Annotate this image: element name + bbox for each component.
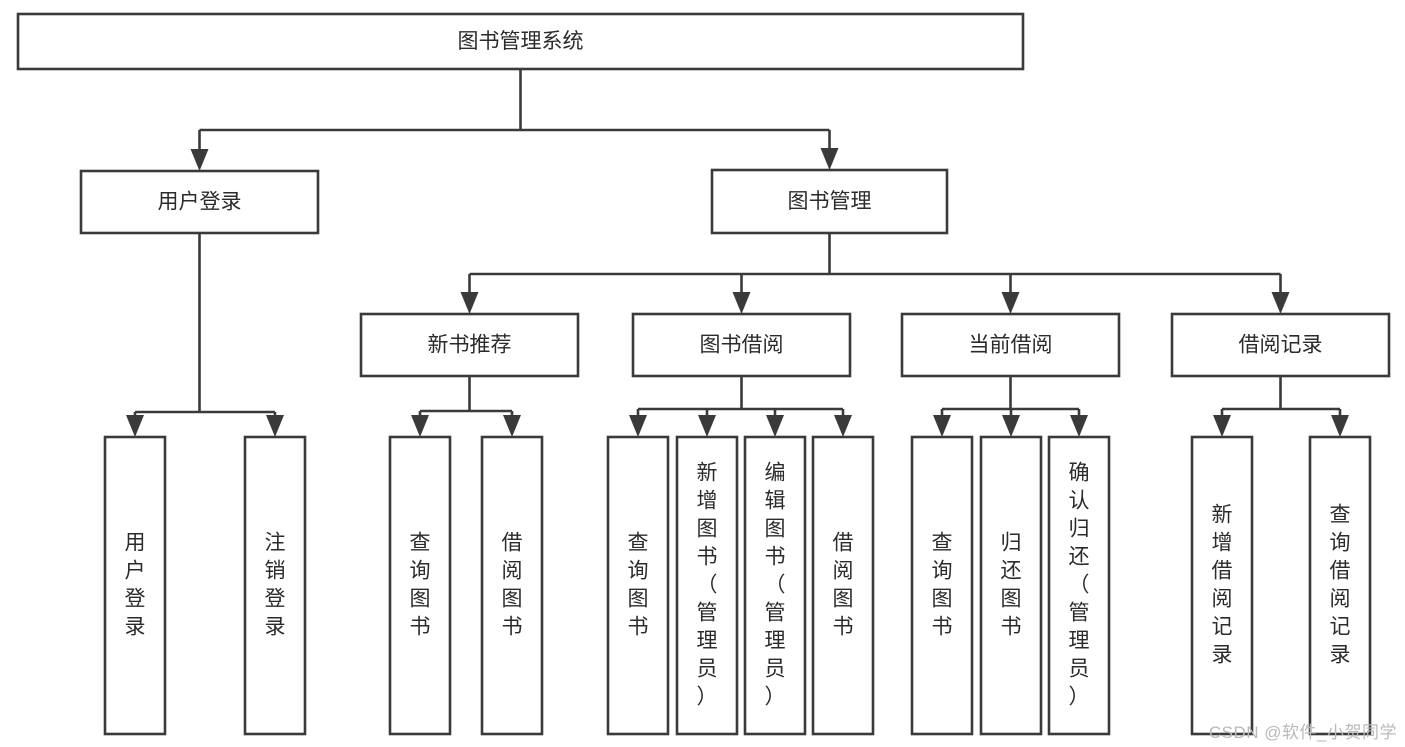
node-leaf-return-book[interactable]: 归还图书 — [979, 435, 1043, 736]
arrow-head-icon — [698, 415, 716, 437]
node-box-leaf-user-login[interactable] — [103, 435, 167, 736]
arrow-head-icon — [629, 415, 647, 437]
arrow-head-icon — [1271, 292, 1290, 314]
node-label-leaf-query-book-3: 查询图书 — [932, 531, 953, 638]
arrow-head-icon — [1331, 415, 1349, 437]
node-label-current-borrow: 当前借阅 — [969, 334, 1053, 357]
node-current-borrow[interactable]: 当前借阅 — [900, 312, 1121, 378]
node-leaf-confirm-return[interactable]: 确认归还（管理员） — [1047, 435, 1111, 736]
arrow-head-icon — [460, 292, 479, 314]
node-leaf-user-logout[interactable]: 注销登录 — [243, 435, 307, 736]
node-box-leaf-confirm-return[interactable] — [1047, 435, 1111, 736]
arrow-head-icon — [1213, 415, 1231, 437]
arrow-head-icon — [503, 415, 521, 437]
node-book-manage[interactable]: 图书管理 — [710, 168, 949, 235]
node-label-leaf-user-login: 用户登录 — [125, 531, 146, 638]
node-box-leaf-return-book[interactable] — [979, 435, 1043, 736]
arrow-head-icon — [933, 415, 951, 437]
node-label-leaf-borrow-book-2: 借阅图书 — [833, 531, 854, 638]
node-box-leaf-query-record[interactable] — [1308, 435, 1372, 736]
node-leaf-borrow-book-1[interactable]: 借阅图书 — [480, 435, 544, 736]
node-box-borrow-record[interactable] — [1170, 312, 1391, 378]
node-box-new-book-rec[interactable] — [359, 312, 580, 378]
node-box-root[interactable] — [16, 12, 1025, 71]
connector-layer — [126, 69, 1349, 437]
node-label-leaf-borrow-book-1: 借阅图书 — [502, 531, 523, 638]
node-box-leaf-query-book-3[interactable] — [910, 435, 974, 736]
node-box-leaf-query-book-1[interactable] — [388, 435, 452, 736]
node-leaf-edit-book[interactable]: 编辑图书（管理员） — [743, 435, 807, 736]
node-label-leaf-query-book-1: 查询图书 — [410, 531, 431, 638]
node-label-leaf-user-logout: 注销登录 — [265, 531, 286, 638]
arrow-head-icon — [1002, 415, 1020, 437]
node-label-borrow-record: 借阅记录 — [1239, 334, 1323, 357]
arrow-head-icon — [834, 415, 852, 437]
node-box-leaf-borrow-book-2[interactable] — [811, 435, 875, 736]
node-box-leaf-borrow-book-1[interactable] — [480, 435, 544, 736]
node-layer: 图书管理系统用户登录图书管理新书推荐图书借阅当前借阅借阅记录用户登录注销登录查询… — [16, 12, 1391, 736]
node-label-user-login: 用户登录 — [158, 191, 242, 214]
node-label-book-borrow: 图书借阅 — [700, 334, 784, 357]
node-box-leaf-query-book-2[interactable] — [606, 435, 670, 736]
node-borrow-record[interactable]: 借阅记录 — [1170, 312, 1391, 378]
node-leaf-query-record[interactable]: 查询借阅记录 — [1308, 435, 1372, 736]
node-label-root: 图书管理系统 — [458, 30, 584, 53]
node-leaf-query-book-3[interactable]: 查询图书 — [910, 435, 974, 736]
node-label-leaf-confirm-return: 确认归还（管理员） — [1069, 461, 1090, 708]
arrow-head-icon — [1001, 292, 1020, 314]
arrow-head-icon — [732, 292, 751, 314]
node-label-leaf-return-book: 归还图书 — [1001, 531, 1022, 638]
node-label-leaf-add-record: 新增借阅记录 — [1212, 503, 1233, 666]
node-new-book-rec[interactable]: 新书推荐 — [359, 312, 580, 378]
node-leaf-query-book-1[interactable]: 查询图书 — [388, 435, 452, 736]
node-label-new-book-rec: 新书推荐 — [428, 334, 512, 357]
arrow-head-icon — [190, 149, 209, 171]
node-box-leaf-user-logout[interactable] — [243, 435, 307, 736]
node-label-leaf-add-book: 新增图书（管理员） — [697, 461, 718, 708]
node-leaf-user-login[interactable]: 用户登录 — [103, 435, 167, 736]
arrow-head-icon — [1070, 415, 1088, 437]
node-leaf-add-record[interactable]: 新增借阅记录 — [1190, 435, 1254, 736]
node-box-current-borrow[interactable] — [900, 312, 1121, 378]
node-label-leaf-edit-book: 编辑图书（管理员） — [765, 461, 786, 708]
node-leaf-borrow-book-2[interactable]: 借阅图书 — [811, 435, 875, 736]
node-label-leaf-query-record: 查询借阅记录 — [1330, 503, 1351, 666]
node-box-leaf-edit-book[interactable] — [743, 435, 807, 736]
arrow-head-icon — [266, 415, 284, 437]
arrow-head-icon — [411, 415, 429, 437]
node-book-borrow[interactable]: 图书借阅 — [631, 312, 852, 378]
node-leaf-query-book-2[interactable]: 查询图书 — [606, 435, 670, 736]
node-root[interactable]: 图书管理系统 — [16, 12, 1025, 71]
arrow-head-icon — [820, 148, 839, 170]
node-box-user-login[interactable] — [79, 169, 320, 235]
node-box-book-borrow[interactable] — [631, 312, 852, 378]
node-label-leaf-query-book-2: 查询图书 — [628, 531, 649, 638]
node-box-book-manage[interactable] — [710, 168, 949, 235]
node-user-login[interactable]: 用户登录 — [79, 169, 320, 235]
node-label-book-manage: 图书管理 — [788, 190, 872, 213]
node-box-leaf-add-record[interactable] — [1190, 435, 1254, 736]
arrow-head-icon — [766, 415, 784, 437]
arrow-head-icon — [126, 415, 144, 437]
node-leaf-add-book[interactable]: 新增图书（管理员） — [675, 435, 739, 736]
node-box-leaf-add-book[interactable] — [675, 435, 739, 736]
